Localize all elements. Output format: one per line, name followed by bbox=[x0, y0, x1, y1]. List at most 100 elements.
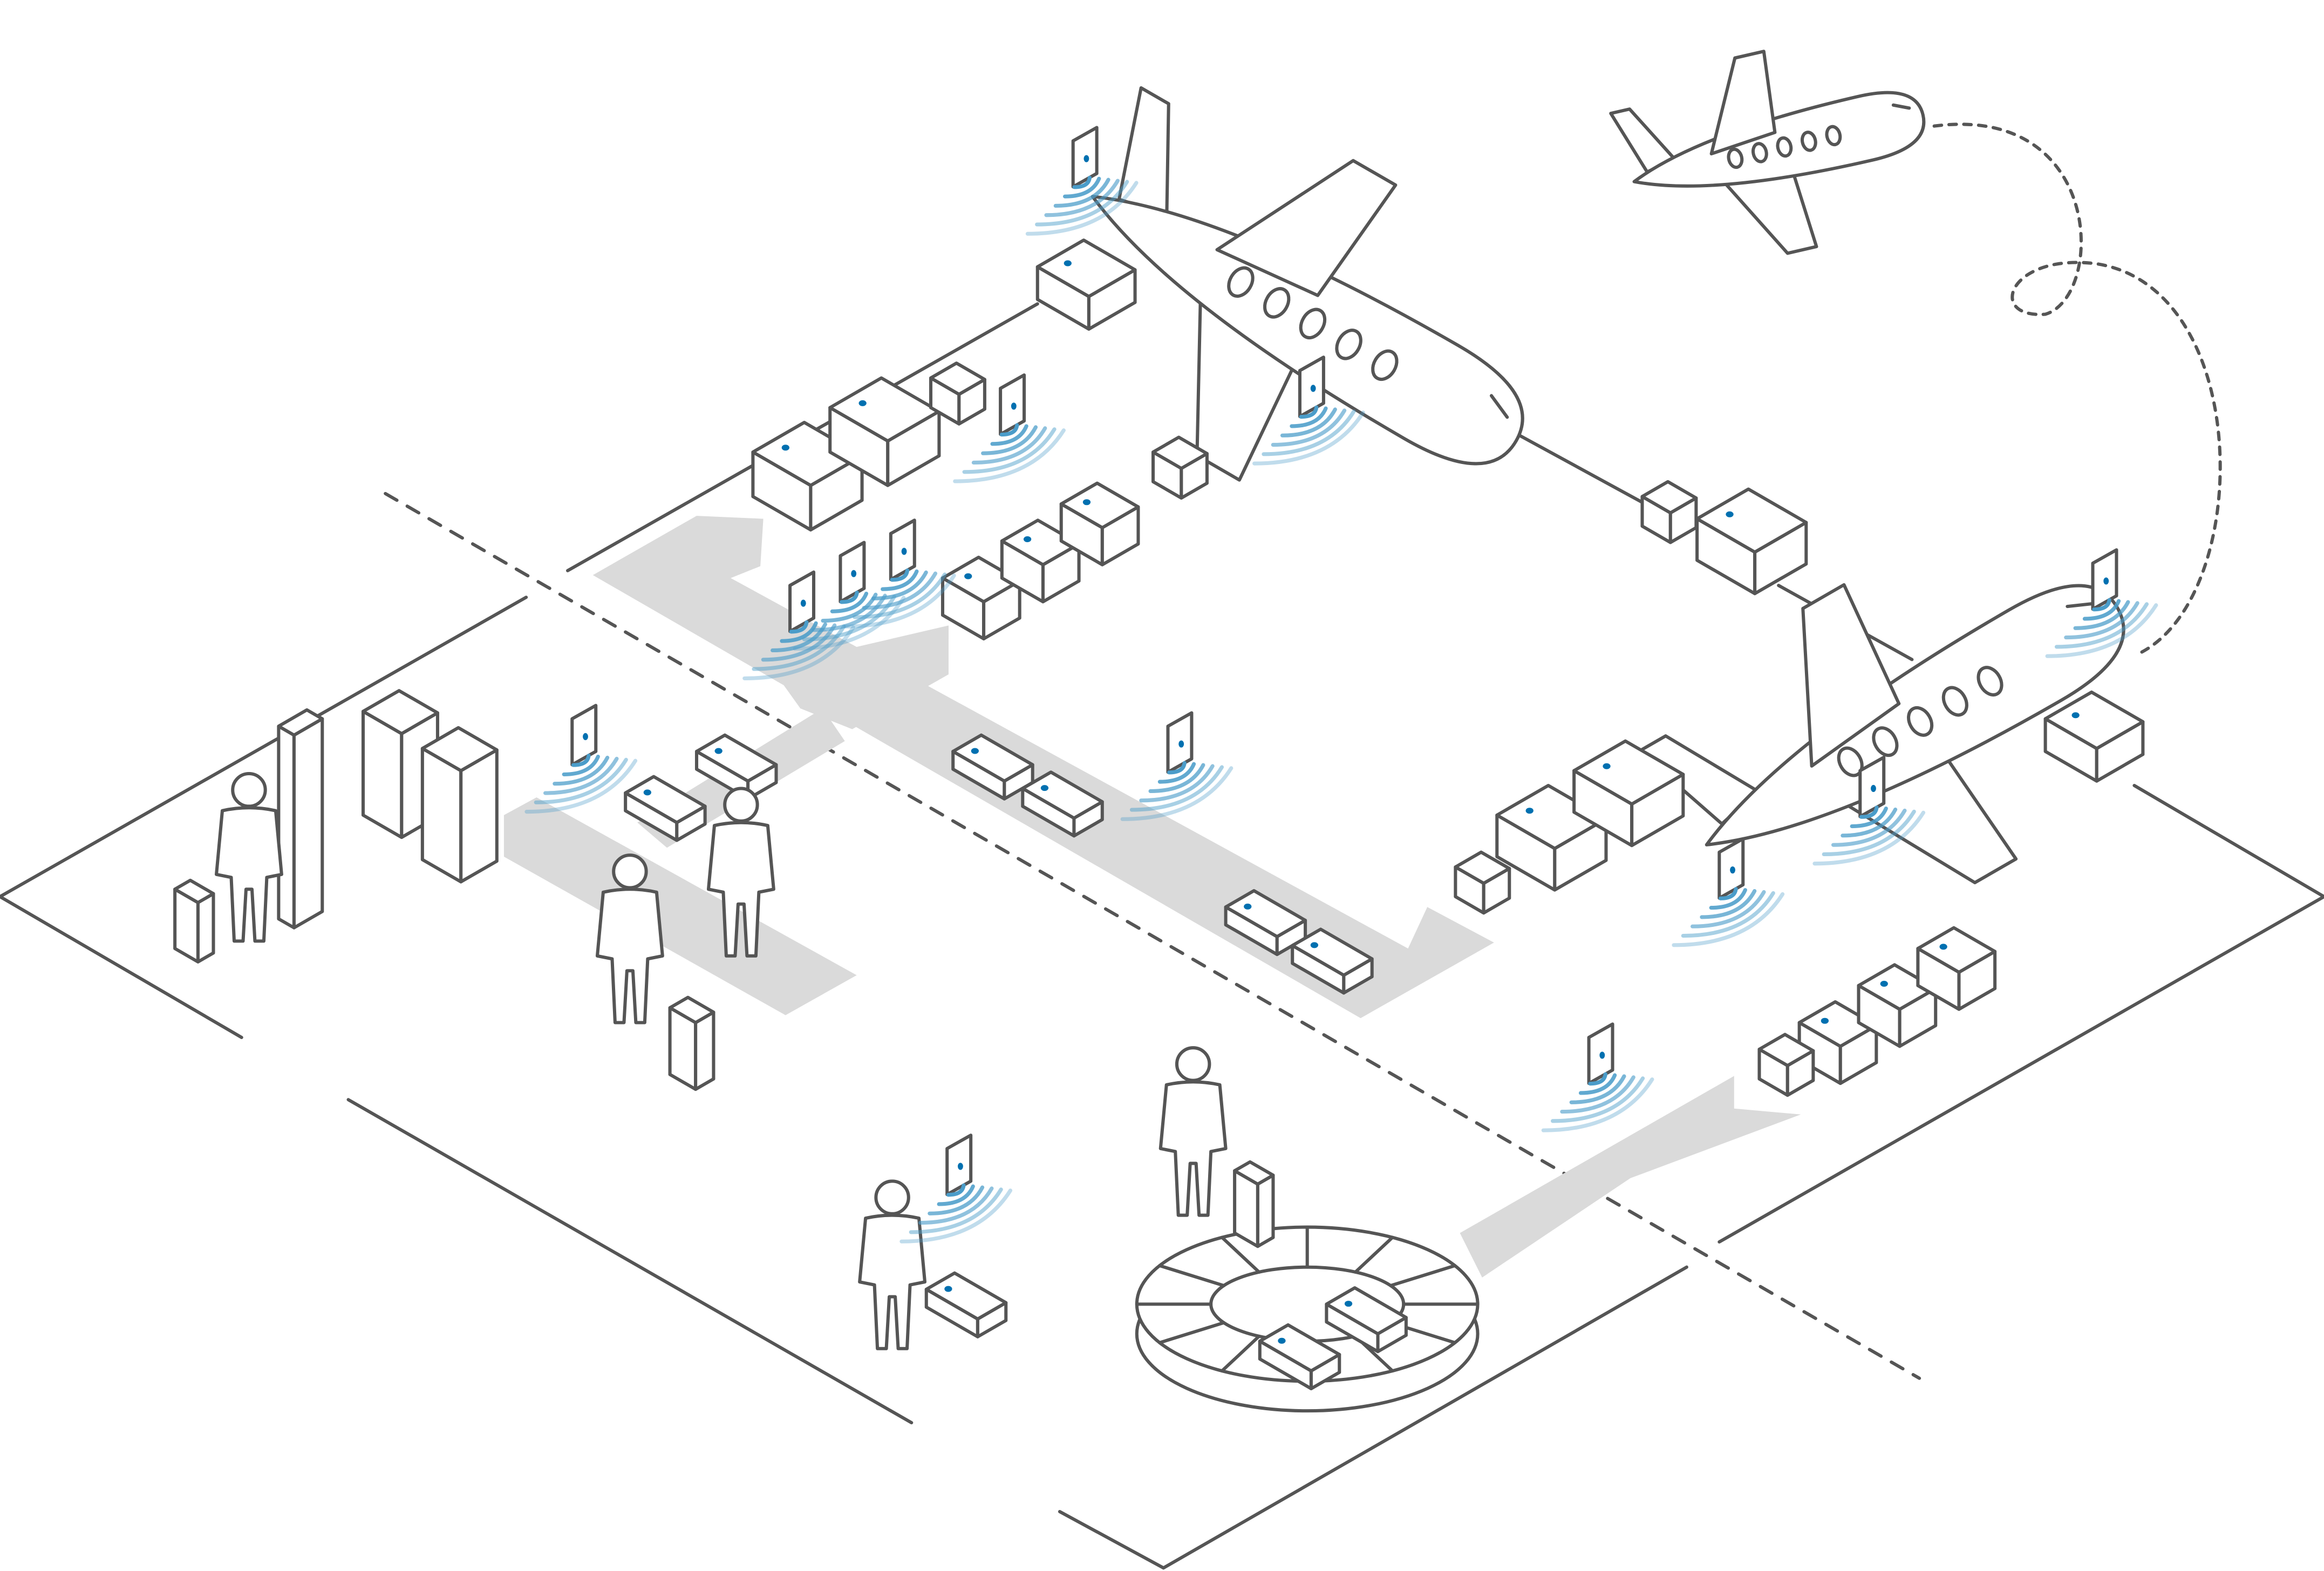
passenger-icon bbox=[858, 1179, 927, 1350]
baggage-flow-path bbox=[503, 797, 857, 1015]
box-top bbox=[1640, 480, 1698, 515]
suitcase-icon bbox=[173, 878, 215, 964]
plane-wing bbox=[1709, 50, 1777, 156]
rfid-tag-dot-icon bbox=[1525, 808, 1534, 814]
signal-waves-icon bbox=[793, 596, 906, 651]
baggage-flow-path bbox=[592, 516, 1494, 1019]
signal-waves-icon bbox=[1831, 808, 1907, 847]
baggage-parcel-icon bbox=[1325, 1286, 1408, 1354]
baggage-truck-icon bbox=[1059, 481, 1140, 566]
plane-window bbox=[1977, 666, 2003, 697]
plane-window bbox=[1872, 726, 1899, 757]
rfid-tag-dot-icon bbox=[1083, 155, 1089, 162]
floor-edge bbox=[0, 894, 243, 1039]
rfid-reader-icon bbox=[524, 703, 638, 814]
rfid-tag-dot-icon bbox=[1310, 942, 1319, 948]
rfid-tag-dot-icon bbox=[1726, 511, 1734, 517]
rfid-tag-dot-icon bbox=[1880, 981, 1888, 987]
plane-wing bbox=[1215, 159, 1398, 297]
box-top bbox=[2043, 690, 2145, 750]
rfid-reader-icon bbox=[953, 373, 1066, 483]
box-top bbox=[1757, 1033, 1815, 1068]
passenger-icon bbox=[1158, 1046, 1228, 1217]
box-front bbox=[292, 717, 324, 930]
rfid-tag-dot-icon bbox=[858, 400, 867, 406]
box-top bbox=[668, 995, 715, 1024]
signal-waves-icon bbox=[2045, 603, 2158, 658]
signal-waves-icon bbox=[1550, 1076, 1645, 1123]
signal-waves-icon bbox=[971, 426, 1047, 465]
rfid-tag-dot-icon bbox=[971, 748, 979, 754]
plane-window bbox=[1335, 329, 1362, 360]
rfid-tag-dot-icon bbox=[851, 570, 857, 577]
rfid-tag-dot-icon bbox=[944, 1286, 952, 1292]
signal-waves-icon bbox=[1280, 407, 1337, 438]
signal-waves-icon bbox=[780, 621, 818, 643]
signal-waves-icon bbox=[1841, 807, 1898, 838]
signal-waves-icon bbox=[543, 756, 619, 795]
rfid-tag-dot-icon bbox=[1023, 536, 1032, 542]
plane-window bbox=[1751, 142, 1768, 163]
rfid-tag-dot-icon bbox=[1310, 385, 1316, 392]
box-top bbox=[1454, 850, 1511, 885]
baggage-parcel-icon bbox=[1291, 927, 1374, 995]
box-front bbox=[694, 1010, 715, 1091]
signal-waves-icon bbox=[999, 423, 1019, 437]
signal-waves-icon bbox=[946, 1183, 966, 1197]
baggage-parcel-icon bbox=[1224, 889, 1307, 957]
person-head bbox=[874, 1179, 910, 1215]
box-top bbox=[1325, 1286, 1408, 1336]
person-head bbox=[723, 787, 759, 823]
signal-waves-icon bbox=[2082, 599, 2121, 621]
signal-waves-icon bbox=[962, 427, 1057, 474]
box-top bbox=[420, 726, 499, 773]
person-head bbox=[231, 772, 267, 808]
person-body bbox=[595, 887, 664, 1024]
baggage-carousel-icon bbox=[1135, 1225, 1480, 1413]
plane-window bbox=[1941, 686, 1968, 717]
box-top bbox=[1035, 238, 1137, 298]
signal-waves-icon bbox=[1252, 411, 1365, 466]
box-top bbox=[1916, 926, 1997, 974]
rfid-reader-icon bbox=[2045, 548, 2158, 658]
suitcase-icon bbox=[1233, 1160, 1275, 1248]
signal-waves-icon bbox=[953, 428, 1066, 483]
tractor-cab bbox=[929, 361, 986, 426]
plane-wing bbox=[1801, 583, 1901, 768]
box-top bbox=[1151, 435, 1209, 470]
person-body bbox=[215, 806, 283, 943]
signal-waves-icon bbox=[830, 591, 869, 613]
signal-waves-icon bbox=[752, 624, 846, 671]
signal-waves-icon bbox=[937, 1184, 975, 1206]
baggage-parcel-icon bbox=[924, 1271, 1008, 1338]
rfid-tag-dot-icon bbox=[957, 1163, 963, 1170]
signal-waves-icon bbox=[1299, 405, 1319, 419]
box-top bbox=[1021, 770, 1104, 820]
signal-waves-icon bbox=[812, 593, 887, 632]
baggage-truck-icon bbox=[1857, 963, 1938, 1048]
carousel-segment bbox=[1353, 1235, 1394, 1274]
baggage-truck-icon bbox=[1695, 487, 1808, 596]
signal-waves-icon bbox=[1072, 175, 1092, 189]
signal-waves-icon bbox=[840, 590, 859, 604]
rfid-tag-dot-icon bbox=[800, 599, 806, 607]
signal-waves-icon bbox=[1129, 765, 1224, 812]
signal-waves-icon bbox=[899, 1189, 1013, 1244]
signal-waves-icon bbox=[1700, 889, 1757, 919]
rfid-tag-dot-icon bbox=[1939, 944, 1947, 950]
box-top bbox=[1224, 889, 1307, 939]
baggage-flow-path bbox=[1460, 1076, 1801, 1278]
signal-waves-icon bbox=[1053, 177, 1110, 208]
rfid-tag-dot-icon bbox=[2071, 712, 2080, 719]
rfid-tag-dot-icon bbox=[583, 733, 588, 740]
person-head bbox=[1175, 1046, 1211, 1082]
scene-objects bbox=[173, 50, 2158, 1413]
box-front bbox=[459, 748, 499, 884]
plane-window bbox=[1907, 706, 1934, 737]
baggage-parcel-icon bbox=[694, 733, 778, 801]
person-body bbox=[858, 1213, 927, 1350]
rfid-tag-dot-icon bbox=[1730, 866, 1735, 874]
rfid-tag-dot-icon bbox=[964, 573, 972, 579]
signal-waves-icon bbox=[1850, 807, 1888, 829]
baggage-flow-path bbox=[771, 625, 949, 729]
